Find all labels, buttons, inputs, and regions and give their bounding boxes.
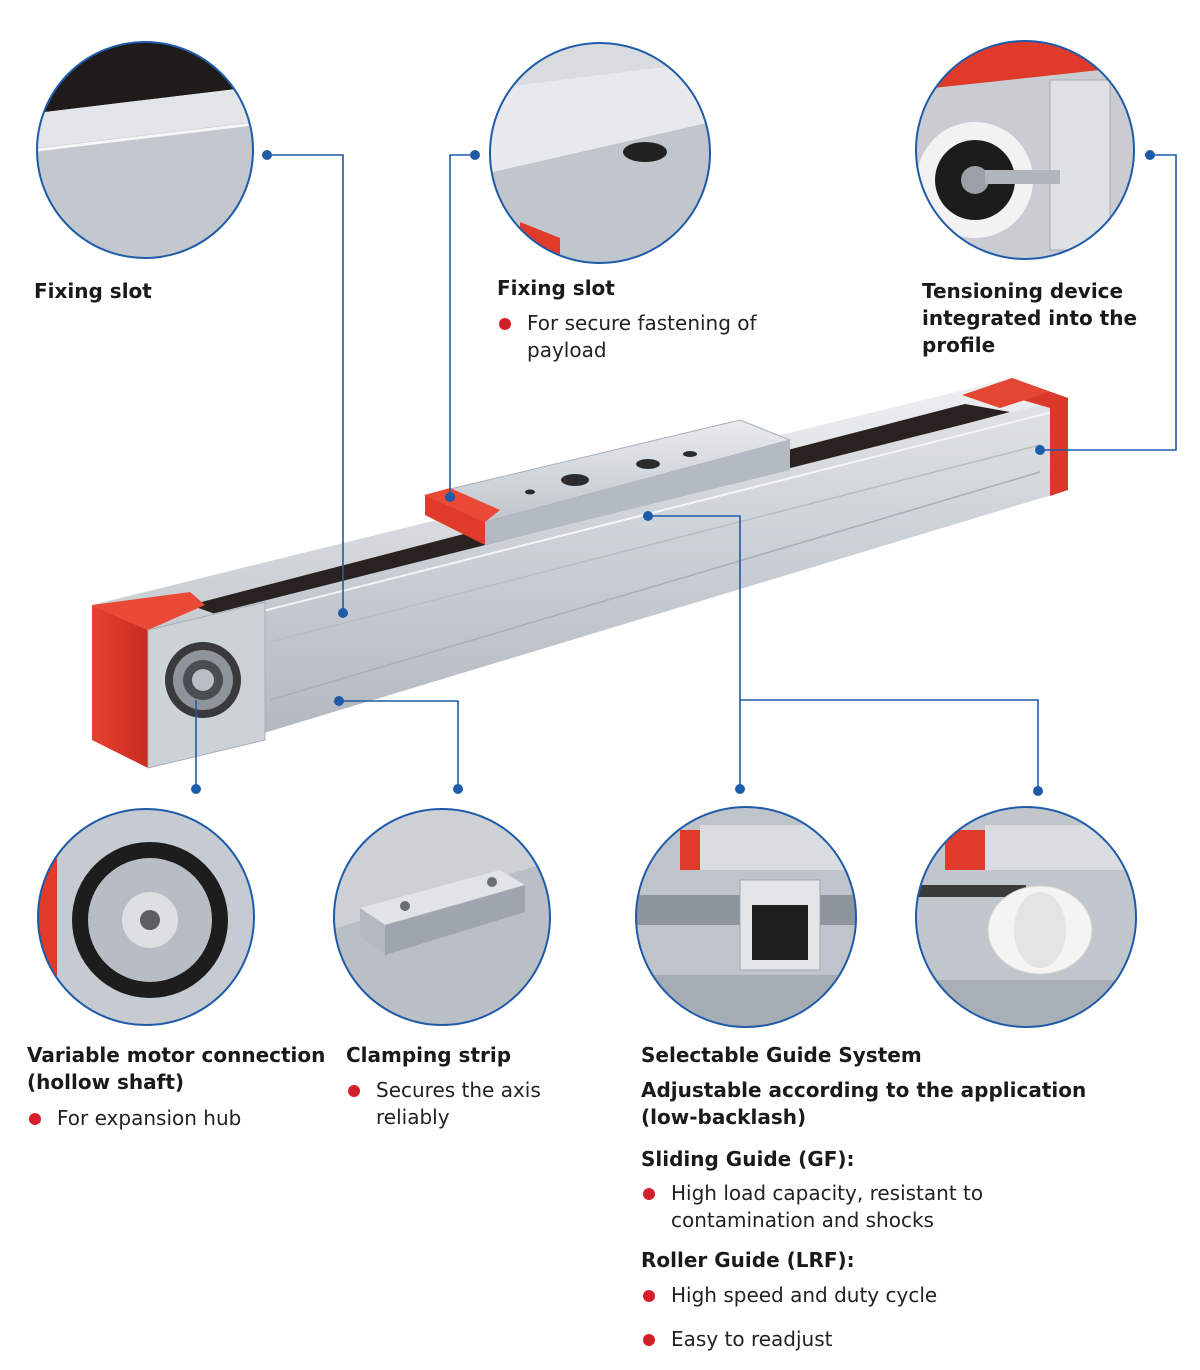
guide-system-title: Selectable Guide System bbox=[641, 1043, 922, 1067]
bullet-item: For secure fastening of payload bbox=[497, 310, 757, 364]
linear-axis-body bbox=[92, 378, 1069, 769]
zoom-clamping-strip bbox=[333, 808, 551, 1026]
clamping-strip-title: Clamping strip bbox=[346, 1043, 512, 1067]
roller-guide-bullets: High speed and duty cycle Easy to readju… bbox=[641, 1282, 1041, 1370]
bullet-item: For expansion hub bbox=[27, 1105, 317, 1132]
roller-guide-title: Roller Guide (LRF): bbox=[641, 1248, 855, 1272]
sliding-guide-title: Sliding Guide (GF): bbox=[641, 1147, 855, 1171]
motor-connection-bullets: For expansion hub bbox=[27, 1105, 317, 1149]
fixing-slot-top-bullets: For secure fastening of payload bbox=[497, 310, 757, 381]
fixing-slot-left-title: Fixing slot bbox=[34, 279, 152, 303]
zoom-fixing-slot-left bbox=[36, 41, 254, 259]
bullet-dot bbox=[348, 1085, 360, 1097]
clamping-strip-bullets: Secures the axis reliably bbox=[346, 1077, 586, 1148]
bullet-dot bbox=[29, 1113, 41, 1125]
motor-connection-title: Variable motor connection (hollow shaft) bbox=[27, 1043, 326, 1094]
leader-dots bbox=[191, 150, 1155, 796]
leader-lines bbox=[195, 154, 1177, 791]
bullet-dot bbox=[643, 1188, 655, 1200]
zoom-roller-guide bbox=[915, 806, 1137, 1028]
zoom-motor-connection bbox=[37, 808, 255, 1026]
zoom-tensioning-device bbox=[915, 40, 1135, 260]
guide-system-subtitle: Adjustable according to the application … bbox=[641, 1078, 1087, 1129]
bullet-item: Secures the axis reliably bbox=[346, 1077, 586, 1131]
zoom-fixing-slot-carriage bbox=[489, 42, 711, 264]
bullet-dot bbox=[643, 1334, 655, 1346]
bullet-dot bbox=[643, 1290, 655, 1302]
bullet-item: High load capacity, resistant to contami… bbox=[641, 1180, 1041, 1234]
tensioning-device-title: Tensioning device integrated into the pr… bbox=[922, 279, 1138, 357]
fixing-slot-top-title: Fixing slot bbox=[497, 276, 615, 300]
bullet-item: High speed and duty cycle bbox=[641, 1282, 1041, 1309]
bullet-item: Easy to readjust bbox=[641, 1326, 1041, 1353]
sliding-guide-bullets: High load capacity, resistant to contami… bbox=[641, 1180, 1041, 1251]
bullet-dot bbox=[499, 318, 511, 330]
zoom-sliding-guide bbox=[635, 806, 857, 1028]
